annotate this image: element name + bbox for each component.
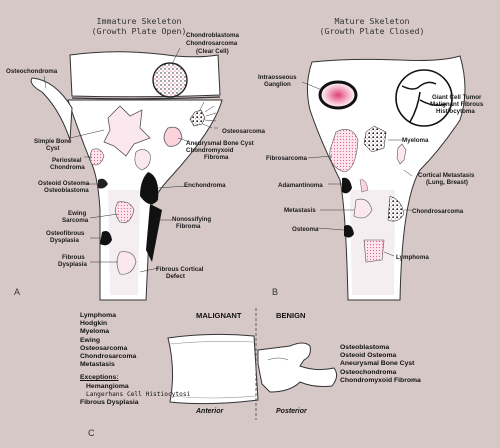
aneurysmal-bone-cyst-lesion — [163, 126, 183, 147]
exception-item: Hemangioma — [86, 382, 129, 390]
metastasis-lesion — [353, 198, 373, 219]
cortical-metastasis-lesion — [396, 143, 407, 165]
label-ewing-2: Sarcoma — [62, 217, 89, 224]
osteosarcoma-lesion — [189, 109, 206, 127]
malignant-item: Lymphoma — [80, 312, 117, 319]
label-chondroblastoma: Chondroblastoma — [186, 32, 239, 39]
nonossifying-fibroma-lesion — [146, 204, 162, 262]
label-osteofibrous-2: Dysplasia — [50, 237, 79, 244]
label-abc-2: Chondromyxoid — [186, 147, 234, 154]
chondroblastoma-lesion — [152, 62, 188, 98]
benign-list: Osteoblastoma Osteoid Osteoma Aneurysmal… — [340, 344, 421, 385]
label-gct-1: Giant Cell Tumor — [432, 94, 482, 101]
malignant-item: Hodgkin — [80, 320, 108, 328]
label-lymphoma: Lymphoma — [396, 254, 429, 261]
malignant-item: Chondrosarcoma — [80, 353, 137, 361]
enchondroma-lesion — [140, 172, 159, 205]
label-periosteal-2: Chondroma — [50, 164, 85, 171]
label-fibrous-dysplasia-2: Dysplasia — [58, 261, 87, 268]
exceptions-title: Exceptions: — [80, 374, 119, 382]
fibrous-dysplasia-lesion — [116, 251, 137, 275]
label-gct-2: Malignant Fibrous — [430, 101, 484, 108]
panel-a-title-line2: (Growth Plate Open) — [91, 26, 187, 36]
label-clear-cell: (Clear Cell) — [196, 48, 229, 55]
malignant-item: Metastasis — [80, 361, 115, 369]
label-intraosseous-2: Ganglion — [264, 81, 291, 88]
benign-item: Osteoblastoma — [340, 344, 390, 351]
panel-a-title-line1: Immature Skeleton — [96, 16, 182, 26]
vertebra-diagram — [167, 308, 338, 420]
malignant-header: MALIGNANT — [196, 311, 242, 320]
giant-cell-tumor-lesion — [395, 69, 453, 127]
malignant-item: Myeloma — [80, 328, 110, 336]
label-nof-2: Fibroma — [176, 223, 201, 230]
exception-item: Fibrous Dysplasia — [80, 399, 139, 407]
benign-item: Osteochondroma — [340, 368, 397, 376]
benign-item: Aneurysmal Bone Cyst — [340, 360, 415, 368]
malignant-list: Lymphoma Hodgkin Myeloma Ewing Osteosarc… — [80, 312, 190, 407]
label-chondrosarcoma-clear: Chondrosarcoma — [186, 40, 238, 47]
label-ewing-1: Ewing — [68, 210, 87, 217]
panel-b-title: Mature Skeleton (Growth Plate Closed) — [312, 16, 432, 36]
adamantinoma-secondary — [359, 179, 369, 193]
label-nof-1: Nonossifying — [172, 216, 212, 223]
simple-bone-cyst-lesion — [103, 105, 151, 157]
benign-header: BENIGN — [276, 311, 306, 320]
fibrosarcoma-lesion — [329, 129, 359, 173]
label-adamantinoma: Adamantinoma — [278, 182, 323, 189]
label-osteosarcoma: Osteosarcoma — [222, 128, 265, 135]
myeloma-lesion — [363, 125, 387, 153]
osteoid-osteoma-lesion — [98, 178, 108, 189]
label-abc-3: Fibroma — [204, 154, 229, 161]
benign-item: Chondromyxoid Fibroma — [340, 376, 421, 384]
label-osteoma: Osteoma — [292, 226, 319, 233]
panel-a-leaders — [43, 47, 218, 273]
panel-b-title-line1: Mature Skeleton — [334, 16, 410, 26]
label-fcd-1: Fibrous Cortical — [156, 266, 204, 273]
label-simple-bone-cyst-1: Simple Bone — [34, 138, 72, 145]
panel-b-leaders — [301, 81, 452, 257]
anterior-label: Anterior — [196, 408, 224, 415]
posterior-label: Posterior — [276, 408, 307, 415]
periosteal-chondroma-lesion — [89, 148, 105, 166]
panel-b-title-line2: (Growth Plate Closed) — [319, 26, 425, 36]
label-cortical-met-1: Cortical Metastasis — [418, 172, 475, 179]
label-fcd-2: Defect — [166, 273, 185, 280]
label-simple-bone-cyst-2: Cyst — [46, 145, 60, 152]
lymphoma-lesion — [363, 239, 385, 263]
panel-c-letter: C — [88, 428, 95, 438]
label-periosteal-1: Periosteal — [52, 157, 82, 164]
osteofibrous-dysplasia-lesion — [100, 231, 112, 246]
exception-item: Langerhans Cell Histiocytosi — [86, 390, 191, 398]
label-osteoblastoma: Osteoblastoma — [44, 187, 89, 194]
benign-item: Osteoid Osteoma — [340, 352, 397, 360]
malignant-item: Ewing — [80, 336, 101, 344]
malignant-item: Osteosarcoma — [80, 344, 128, 352]
label-enchondroma: Enchondroma — [184, 182, 226, 189]
osteoma-lesion — [344, 225, 354, 238]
label-myeloma: Myeloma — [402, 137, 429, 144]
label-fibrosarcoma: Fibrosarcoma — [266, 155, 307, 162]
label-fibrous-dysplasia-1: Fibrous — [62, 254, 85, 261]
label-metastasis: Metastasis — [284, 207, 316, 214]
label-osteochondroma: Osteochondroma — [6, 68, 58, 75]
abc-secondary-lesion — [134, 149, 151, 171]
label-gct-3: Histiocytoma — [436, 108, 475, 115]
panel-a-title: Immature Skeleton (Growth Plate Open) — [84, 16, 194, 36]
intraosseous-ganglion-lesion — [318, 80, 358, 110]
ewing-sarcoma-lesion — [115, 201, 135, 224]
label-abc-1: Aneurysmal Bone Cyst — [186, 140, 254, 147]
panel-b-letter: B — [272, 287, 279, 297]
label-osteoid-osteoma: Osteoid Osteoma — [38, 180, 90, 187]
adamantinoma-lesion — [342, 177, 352, 194]
panel-a-letter: A — [14, 287, 21, 297]
label-chondrosarcoma: Chondrosarcoma — [412, 208, 464, 215]
label-cortical-met-2: (Lung, Breast) — [426, 179, 468, 186]
label-intraosseous-1: Intraosseous — [258, 74, 297, 81]
label-osteofibrous-1: Osteofibrous — [46, 230, 85, 237]
chondrosarcoma-lesion — [387, 195, 405, 222]
osteosarcoma-spicules — [199, 101, 217, 129]
